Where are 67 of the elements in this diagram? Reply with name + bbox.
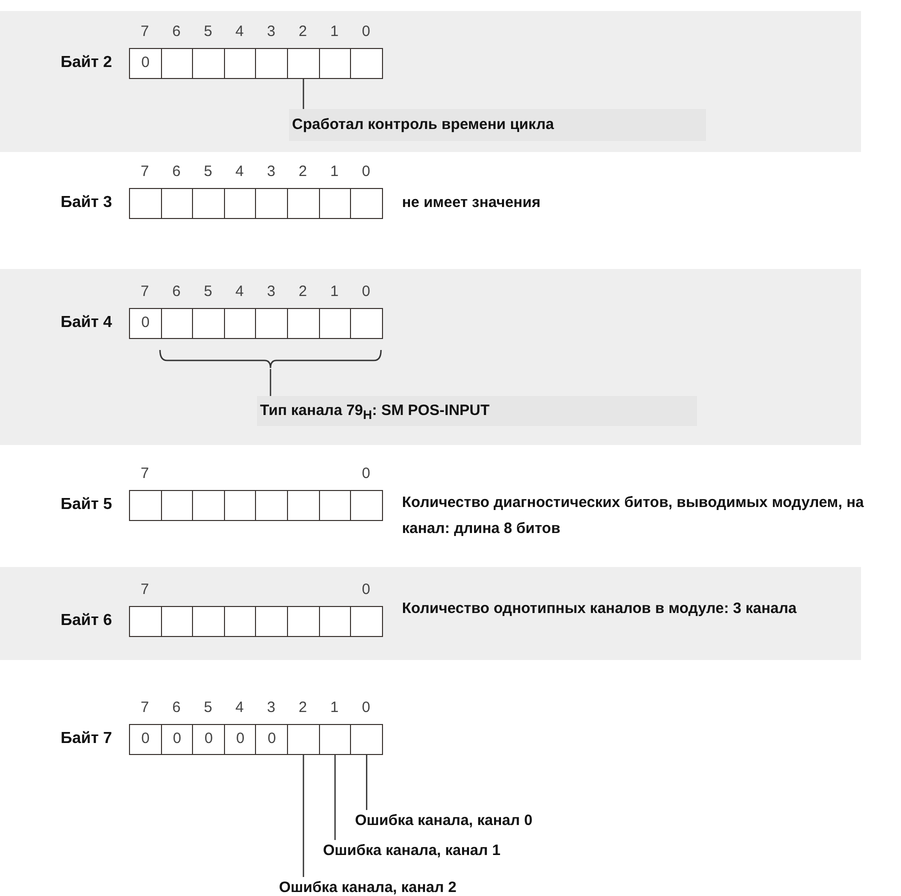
bit-number: 1 [329, 699, 340, 717]
leader-line [334, 755, 336, 840]
bit-cell: 0 [255, 724, 288, 755]
description-text: Количество однотипных каналов в модуле: 3 канала [402, 599, 798, 619]
bit-number: 3 [266, 283, 276, 301]
bit-number: 4 [234, 23, 245, 41]
byte-label: Байт 6 [60, 611, 112, 631]
bit-cell: 0 [192, 724, 226, 755]
bit-number: 7 [140, 465, 150, 483]
curly-brace [159, 350, 382, 369]
bit-number: 7 [140, 163, 150, 181]
byte-label: Байт 7 [60, 729, 112, 749]
bit-cell: 0 [160, 724, 194, 755]
annotation-text: Ошибка канала, канал 0 [352, 810, 582, 832]
bit-number: 5 [202, 163, 214, 181]
bit-number: 0 [360, 581, 372, 599]
bit-number: 2 [298, 699, 308, 717]
bit-cell [318, 724, 352, 755]
bit-number: 4 [234, 283, 245, 301]
bit-cell: 0 [129, 724, 162, 755]
bit-number: 2 [298, 163, 308, 181]
bit-number: 6 [171, 23, 182, 41]
leader-line [270, 369, 272, 396]
bit-number: 7 [140, 23, 150, 41]
bit-number: 3 [266, 163, 276, 181]
byte-label: Байт 5 [60, 495, 112, 515]
bit-cell [287, 48, 320, 79]
bit-number: 1 [329, 283, 340, 301]
bit-number: 4 [234, 163, 245, 181]
bit-cell: 0 [129, 48, 162, 79]
annotation-text: Ошибка канала, канал 2 [276, 877, 506, 896]
bit-number: 0 [360, 163, 372, 181]
bit-number: 0 [360, 465, 372, 483]
byte-label: Байт 3 [60, 193, 112, 213]
annotation-text: Ошибка канала, канал 1 [320, 840, 550, 862]
bit-cell: 0 [224, 724, 257, 755]
bit-number: 6 [171, 283, 182, 301]
annotation-text: Тип канала 79$_{H}$: SM POS-INPUT [257, 396, 697, 426]
bit-number: 1 [329, 23, 340, 41]
bit-number: 3 [266, 23, 276, 41]
leader-line [366, 755, 368, 810]
bit-number: 7 [140, 581, 150, 599]
bit-number: 5 [202, 699, 214, 717]
bit-cell: 0 [129, 308, 162, 339]
leader-line [302, 79, 304, 109]
byte-label: Байт 2 [60, 53, 112, 73]
bit-number: 6 [171, 699, 182, 717]
annotation-text: Сработал контроль времени цикла [289, 109, 706, 141]
description-text: Количество диагностических битов, выводимых модулем, на канал: длина 8 битов [402, 493, 865, 539]
bit-number: 0 [360, 283, 372, 301]
bit-cell [287, 724, 320, 755]
byte-label: Байт 4 [60, 313, 112, 333]
bit-number: 0 [360, 23, 372, 41]
bit-number: 5 [202, 23, 214, 41]
bit-number: 7 [140, 699, 150, 717]
bit-number: 2 [298, 23, 308, 41]
bit-number: 4 [234, 699, 245, 717]
bit-number: 0 [360, 699, 372, 717]
bit-cell [350, 724, 384, 755]
description-text: не имеет значения [402, 193, 542, 213]
bit-number: 6 [171, 163, 182, 181]
bit-number: 3 [266, 699, 276, 717]
bit-number: 1 [329, 163, 340, 181]
bit-number: 5 [202, 283, 214, 301]
bit-number: 7 [140, 283, 150, 301]
leader-line [302, 755, 304, 877]
bit-number: 2 [298, 283, 308, 301]
